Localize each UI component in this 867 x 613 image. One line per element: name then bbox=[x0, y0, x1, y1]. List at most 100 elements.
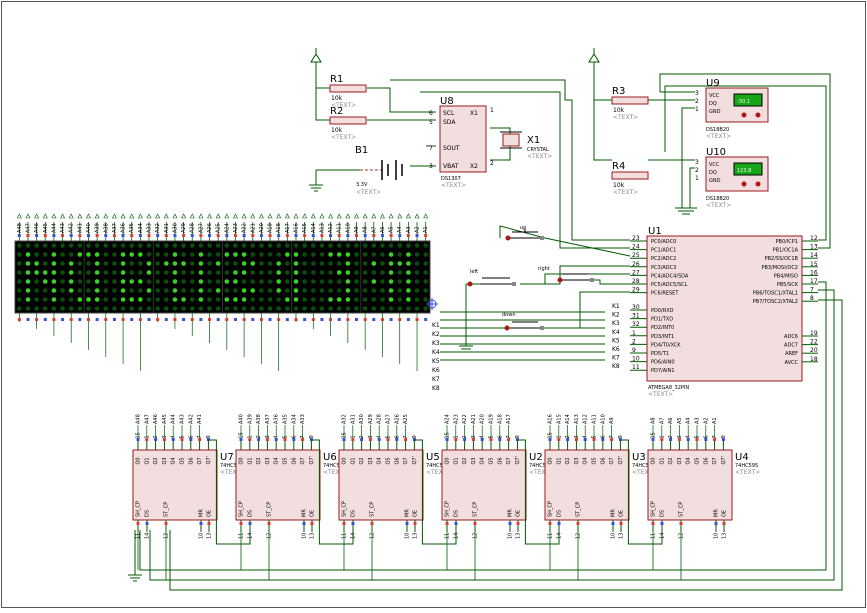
pin-marker bbox=[274, 438, 278, 441]
sensor-up-button[interactable] bbox=[755, 112, 761, 118]
pin-marker bbox=[329, 318, 333, 321]
shift-register-u7[interactable]: U774HC595<TEXT>Q015Q11Q22Q33Q44Q55Q66Q77… bbox=[132, 414, 251, 580]
matrix-led bbox=[60, 270, 65, 275]
crystal-x1[interactable]: X1 CRYSTAL <TEXT> bbox=[500, 131, 552, 160]
pin-marker bbox=[592, 438, 596, 441]
resistor-r4[interactable]: R4 10k <TEXT> bbox=[611, 161, 649, 196]
sensor-part: DS18B20 bbox=[706, 127, 729, 133]
matrix-led bbox=[181, 306, 186, 311]
mcu-pin-name: PD3/INT1 bbox=[651, 334, 674, 340]
button-up[interactable]: up bbox=[505, 225, 545, 241]
matrix-led bbox=[362, 270, 368, 275]
column-label: A21 bbox=[250, 223, 256, 233]
button-left[interactable]: left bbox=[467, 269, 517, 287]
button-left-label: left bbox=[470, 269, 478, 275]
column-label: A33 bbox=[147, 223, 153, 233]
matrix-led bbox=[414, 270, 420, 275]
matrix-led bbox=[224, 279, 230, 284]
sr-pin-name: Q7' bbox=[206, 456, 212, 465]
resistor-r3[interactable]: R3 10k <TEXT> bbox=[611, 86, 649, 121]
sr-pin-num: 7 bbox=[300, 435, 306, 438]
matrix-led bbox=[103, 297, 109, 302]
matrix-led bbox=[319, 297, 325, 302]
sr-pin-name: MR bbox=[405, 509, 411, 517]
pin-marker bbox=[377, 438, 381, 441]
cascade-wire bbox=[414, 439, 457, 545]
sr-pin-num: 7 bbox=[609, 435, 615, 438]
shift-register-u5[interactable]: U574HC595<TEXT>Q015Q11Q22Q33Q44Q55Q66Q77… bbox=[338, 414, 457, 580]
matrix-led bbox=[267, 270, 273, 275]
sr-pin-name: DS bbox=[660, 510, 666, 517]
pin-marker bbox=[302, 522, 306, 525]
sr-pin-num: 15 bbox=[651, 432, 657, 438]
battery-b1[interactable]: B1 3.3V <TEXT> bbox=[355, 145, 403, 196]
shift-register-u2[interactable]: U274HC595<TEXT>Q015Q11Q22Q33Q44Q55Q66Q77… bbox=[441, 414, 560, 580]
pin-marker bbox=[207, 522, 211, 525]
sr-pin-name: OE bbox=[413, 510, 419, 517]
matrix-led bbox=[285, 243, 290, 248]
sr-pin-num: 14 bbox=[454, 533, 460, 539]
sensor-up-button[interactable] bbox=[755, 181, 761, 187]
shift-register-u4[interactable]: U474HC595<TEXT>Q015Q11Q22Q33Q44Q55Q66Q77… bbox=[647, 417, 760, 580]
pin-marker bbox=[301, 438, 305, 441]
column-label: A20 bbox=[259, 223, 265, 233]
x1-placeholder: <TEXT> bbox=[527, 153, 552, 160]
sr-column-label: A18 bbox=[497, 414, 503, 424]
matrix-led bbox=[77, 261, 83, 266]
pin-marker bbox=[406, 318, 410, 321]
sr-pin-num: 11 bbox=[342, 533, 348, 539]
mcu-pin-name: PC1/ADC1 bbox=[651, 248, 676, 254]
sr-column-label: A1 bbox=[712, 417, 718, 424]
column-terminal bbox=[207, 213, 213, 219]
pin-marker bbox=[173, 234, 177, 237]
matrix-led bbox=[120, 306, 126, 311]
button-right[interactable]: right bbox=[538, 266, 594, 283]
column-label: A46 bbox=[34, 223, 40, 233]
sr-pin-name: MR bbox=[714, 509, 720, 517]
sensor-down-button[interactable] bbox=[741, 112, 747, 118]
sr-column-label: A46 bbox=[153, 414, 159, 424]
sr-pin-name: ST_CP bbox=[267, 502, 273, 517]
sr-pin-name: Q5 bbox=[695, 457, 701, 464]
pin-marker bbox=[380, 234, 384, 237]
matrix-led bbox=[138, 261, 143, 266]
pin-marker bbox=[415, 318, 419, 321]
sr-pin-num: 15 bbox=[342, 432, 348, 438]
mcu-pin-num: 8 bbox=[810, 295, 814, 302]
mcu-pin-num: 17 bbox=[810, 278, 818, 285]
matrix-led bbox=[129, 270, 135, 275]
matrix-led bbox=[362, 261, 368, 266]
shift-register-u3[interactable]: U374HC595<TEXT>Q015Q11Q22Q33Q44Q55Q66Q77… bbox=[544, 414, 663, 580]
matrix-led bbox=[68, 252, 74, 257]
button-down[interactable]: down bbox=[502, 312, 544, 331]
matrix-led bbox=[60, 306, 65, 311]
matrix-led bbox=[42, 243, 48, 248]
sr-pin-num: 6 bbox=[600, 435, 606, 438]
matrix-led bbox=[241, 243, 247, 248]
matrix-led bbox=[17, 270, 22, 275]
matrix-led bbox=[293, 297, 299, 302]
shift-register-u6[interactable]: U674HC595<TEXT>Q015Q11Q22Q33Q44Q55Q66Q77… bbox=[235, 414, 354, 580]
sr-ref: U4 bbox=[735, 452, 749, 463]
resistor-r2[interactable]: R2 10k <TEXT> bbox=[329, 106, 367, 141]
matrix-led bbox=[94, 306, 100, 311]
matrix-led bbox=[241, 288, 247, 293]
resistor-r1[interactable]: R1 10k <TEXT> bbox=[323, 74, 367, 109]
crosshair-icon bbox=[426, 298, 438, 310]
sr-column-label: A8 bbox=[651, 417, 657, 424]
sensor-down-button[interactable] bbox=[741, 181, 747, 187]
column-label: A26 bbox=[207, 223, 213, 233]
sensor-placeholder: <TEXT> bbox=[706, 202, 731, 209]
sr-pin-num: 10 bbox=[611, 533, 617, 539]
matrix-led bbox=[293, 261, 299, 266]
matrix-led bbox=[181, 243, 186, 248]
sensor-pin-num: 2 bbox=[695, 98, 699, 105]
